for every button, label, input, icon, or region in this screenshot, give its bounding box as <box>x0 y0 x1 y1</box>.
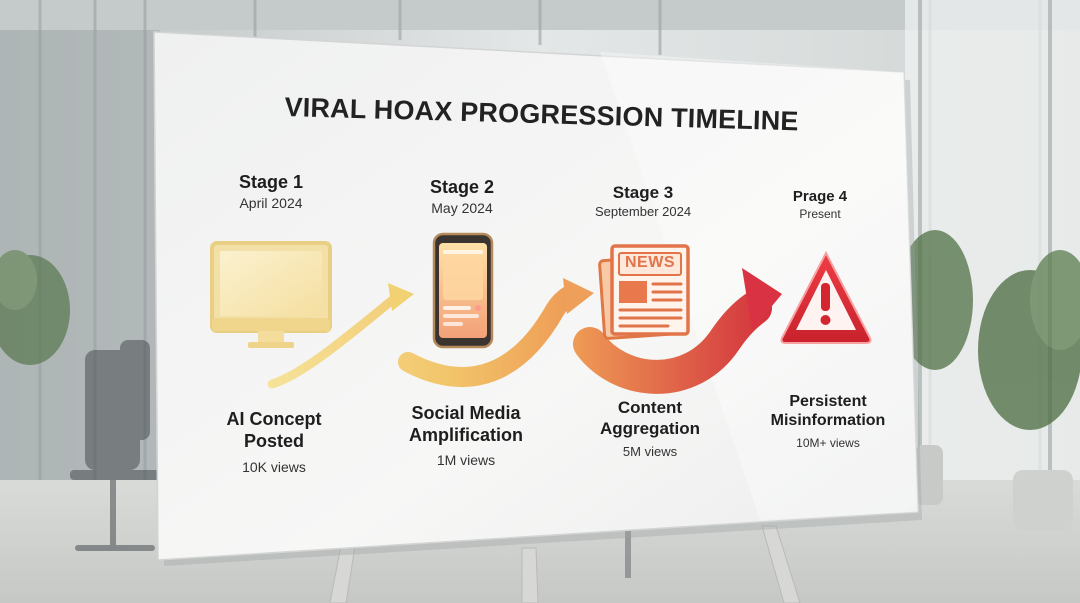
arrowhead-1 <box>388 283 414 311</box>
stage-4-label-line1: Persistent <box>789 393 867 410</box>
stage-3-label-line1: Content <box>617 398 683 417</box>
stage-1-date: April 2024 <box>239 195 303 211</box>
stage-3-heading: Stage 3 <box>612 183 674 202</box>
stage-1-views: 10K views <box>242 459 306 475</box>
stage-3-views: 5M views <box>622 444 678 459</box>
arrowhead-3 <box>742 268 782 330</box>
stage-2-heading: Stage 2 <box>429 177 495 197</box>
stage-2-views: 1M views <box>436 452 496 468</box>
arrow-segment-3 <box>573 291 772 394</box>
newspaper-news-label: NEWS <box>625 254 675 271</box>
stage-3-date: September 2024 <box>594 204 692 219</box>
newspaper-news-text-holder <box>842 254 843 255</box>
stage-4-date: Present <box>799 207 841 221</box>
board-title: VIRAL HOAX PROGRESSION TIMELINE <box>284 92 800 137</box>
arrow-segment-1 <box>267 293 400 389</box>
stage-2-label-line1: Social Media <box>411 403 521 423</box>
warning-triangle-icon <box>780 250 872 344</box>
stage-4-heading: Prage 4 <box>792 188 848 205</box>
stage-1-label-line1: AI Concept <box>226 409 322 429</box>
stage-2-label-line2: Amplification <box>408 425 523 445</box>
stage-1-label-line2: Posted <box>243 431 304 451</box>
stage-3-label-line2: Aggregation <box>599 419 701 438</box>
stage-2-date: May 2024 <box>431 200 493 216</box>
arrow-segment-2 <box>398 285 580 387</box>
smartphone-icon <box>432 232 494 349</box>
stage-4-label-line2: Misinformation <box>770 412 886 429</box>
stage-4-views: 10M+ views <box>796 436 860 450</box>
stage-1-heading: Stage 1 <box>238 172 304 192</box>
desktop-monitor-icon <box>210 241 332 348</box>
arrowhead-2 <box>563 278 594 314</box>
